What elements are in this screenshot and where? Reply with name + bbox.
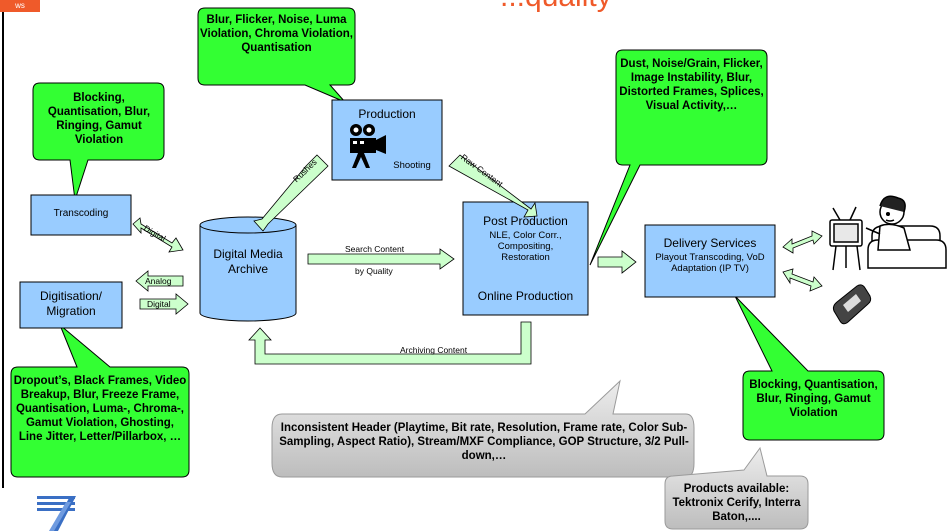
- analog-arrow: [135, 270, 184, 292]
- post-defects-text: Dust, Noise/Grain, Flicker, Image Instab…: [619, 58, 764, 112]
- digitisation-defects-text: Dropout’s, Black Frames, Video Breakup, …: [13, 375, 187, 443]
- delivery-phone-arrow: [782, 268, 823, 292]
- digitisation-defects-callout: [10, 324, 190, 478]
- post-production-box: [462, 201, 589, 316]
- analog-label: Analog: [145, 276, 172, 286]
- archive-title: Digital Media Archive: [213, 247, 283, 276]
- digitisation-digital-arrow: [139, 293, 189, 315]
- fp7-logo-icon: [37, 496, 76, 531]
- digitisation-title: Digitisation/ Migration: [39, 289, 103, 318]
- products-callout: [664, 446, 809, 530]
- post-to-delivery-arrow: [597, 250, 637, 274]
- search-content-label: Search Content: [345, 244, 405, 254]
- products-text: Products available: Tektronix Cerify, In…: [672, 483, 801, 523]
- delivery-box: [644, 224, 776, 298]
- tv-viewer-icon: [829, 195, 947, 271]
- corner-tag-bg: [0, 0, 40, 12]
- film-camera-icon: [350, 124, 386, 168]
- post-footer: Online Production: [477, 289, 574, 303]
- transcoding-defects-callout: [32, 82, 165, 201]
- transcoding-title: Transcoding: [53, 208, 109, 219]
- archive-cylinder: [199, 216, 297, 322]
- corner-tag-text: ws: [15, 1, 25, 10]
- digital-bottom-label: Digital: [147, 299, 171, 309]
- delivery-defects-callout: [734, 295, 885, 441]
- archiving-content-arrow: [248, 321, 532, 365]
- archiving-content-label: Archiving Content: [400, 345, 468, 355]
- delivery-tv-arrow: [782, 230, 823, 254]
- production-defects-callout: [197, 7, 356, 103]
- production-defects-text: Blur, Flicker, Noise, Luma Violation, Ch…: [200, 14, 353, 54]
- post-sub: NLE, Color Corr., Compositing, Restorati…: [489, 230, 562, 263]
- by-quality-label: by Quality: [355, 266, 393, 276]
- digitisation-box: [19, 281, 123, 329]
- delivery-sub: Playout Transcoding, VoD Adaptation (IP …: [655, 252, 765, 274]
- mobile-phone-icon: [832, 284, 872, 325]
- production-title: Production: [358, 107, 416, 121]
- production-sub: Shooting: [393, 160, 431, 171]
- search-content-arrow: [307, 248, 455, 270]
- slide-title: ...quality: [500, 0, 700, 12]
- raw-content-arrow: [448, 154, 538, 218]
- transcoding-box: [30, 194, 132, 236]
- delivery-title: Delivery Services: [663, 236, 757, 250]
- post-defects-callout: [589, 49, 768, 266]
- header-issues-text: Inconsistent Header (Playtime, Bit rate,…: [279, 422, 689, 462]
- rushes-arrow: [253, 154, 329, 232]
- transcoding-digital-arrow: [132, 217, 184, 253]
- transcoding-defects-text: Blocking, Quantisation, Blur, Ringing, G…: [47, 92, 151, 146]
- post-title: Post Production: [483, 214, 568, 228]
- delivery-defects-text: Blocking, Quantisation, Blur, Ringing, G…: [749, 379, 878, 419]
